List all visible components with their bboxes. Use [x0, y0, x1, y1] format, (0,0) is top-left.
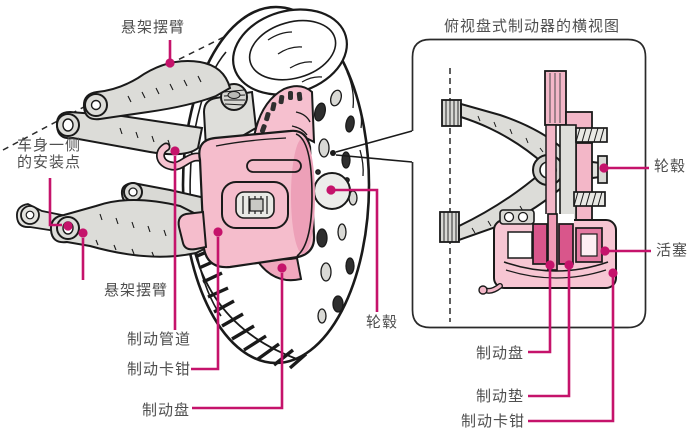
dot-brake-pad: [564, 260, 574, 270]
label-piston: 活塞: [656, 241, 689, 259]
detail-box: [411, 38, 647, 329]
callout-wedge: [330, 130, 413, 163]
leader-lines: [48, 40, 651, 423]
dot-brake-caliper-left: [213, 227, 223, 237]
leader-brake-disc-left: [192, 273, 284, 410]
leader-brake-disc-right: [528, 269, 552, 354]
label-brake-caliper-right: 制动卡钳: [461, 412, 526, 430]
label-suspension-arm-bottom: 悬架摆臂: [104, 281, 169, 299]
label-body-mount-line2: 的安装点: [17, 153, 82, 171]
detail-view-title: 俯视盘式制动器的横视图: [444, 17, 621, 35]
callout-dots: [63, 58, 618, 278]
wheel-spoke-holes: [313, 89, 358, 324]
label-brake-pipe: 制动管道: [127, 330, 192, 348]
dot-wheel-hub-right: [599, 163, 609, 173]
label-brake-disc-left: 制动盘: [142, 401, 191, 419]
brake-caliper-left: [177, 129, 316, 269]
brake-hose: [156, 142, 212, 171]
label-wheel-hub-right: 轮毂: [654, 157, 687, 175]
label-body-mount: 车身一侧 的安装点: [17, 137, 81, 171]
dot-suspension-arm-top: [165, 58, 175, 68]
label-suspension-arm-top: 悬架摆臂: [121, 18, 186, 36]
label-body-mount-line1: 车身一侧: [17, 136, 82, 154]
dot-brake-caliper-right: [608, 268, 618, 278]
disc-cross-section: [544, 70, 593, 236]
mounting-bolts: [573, 127, 608, 207]
leader-brake-pad: [528, 269, 571, 398]
dot-body-mount: [63, 221, 73, 231]
dot-wheel-hub-left: [326, 185, 336, 195]
caliper-cross-section: [478, 209, 617, 295]
rim-arc-hatches: [267, 31, 364, 177]
leader-body-mount: [48, 178, 62, 227]
label-wheel-hub-left: 轮毂: [366, 313, 399, 331]
dot-brake-disc-right: [545, 260, 555, 270]
arm-bushings: [439, 99, 462, 243]
dot-brake-pipe: [170, 146, 180, 156]
label-brake-pad: 制动垫: [476, 387, 525, 405]
dot-suspension-arm-bottom: [78, 228, 88, 238]
label-brake-disc-right: 制动盘: [476, 344, 525, 362]
leader-brake-caliper-left: [191, 237, 220, 371]
leader-wheel-hub-left: [335, 188, 379, 312]
label-brake-caliper-left: 制动卡钳: [127, 360, 192, 378]
dot-piston: [600, 246, 610, 256]
steering-knuckle: [202, 83, 258, 150]
leader-brake-caliper-right: [528, 277, 615, 423]
dot-brake-disc-left: [277, 263, 287, 273]
